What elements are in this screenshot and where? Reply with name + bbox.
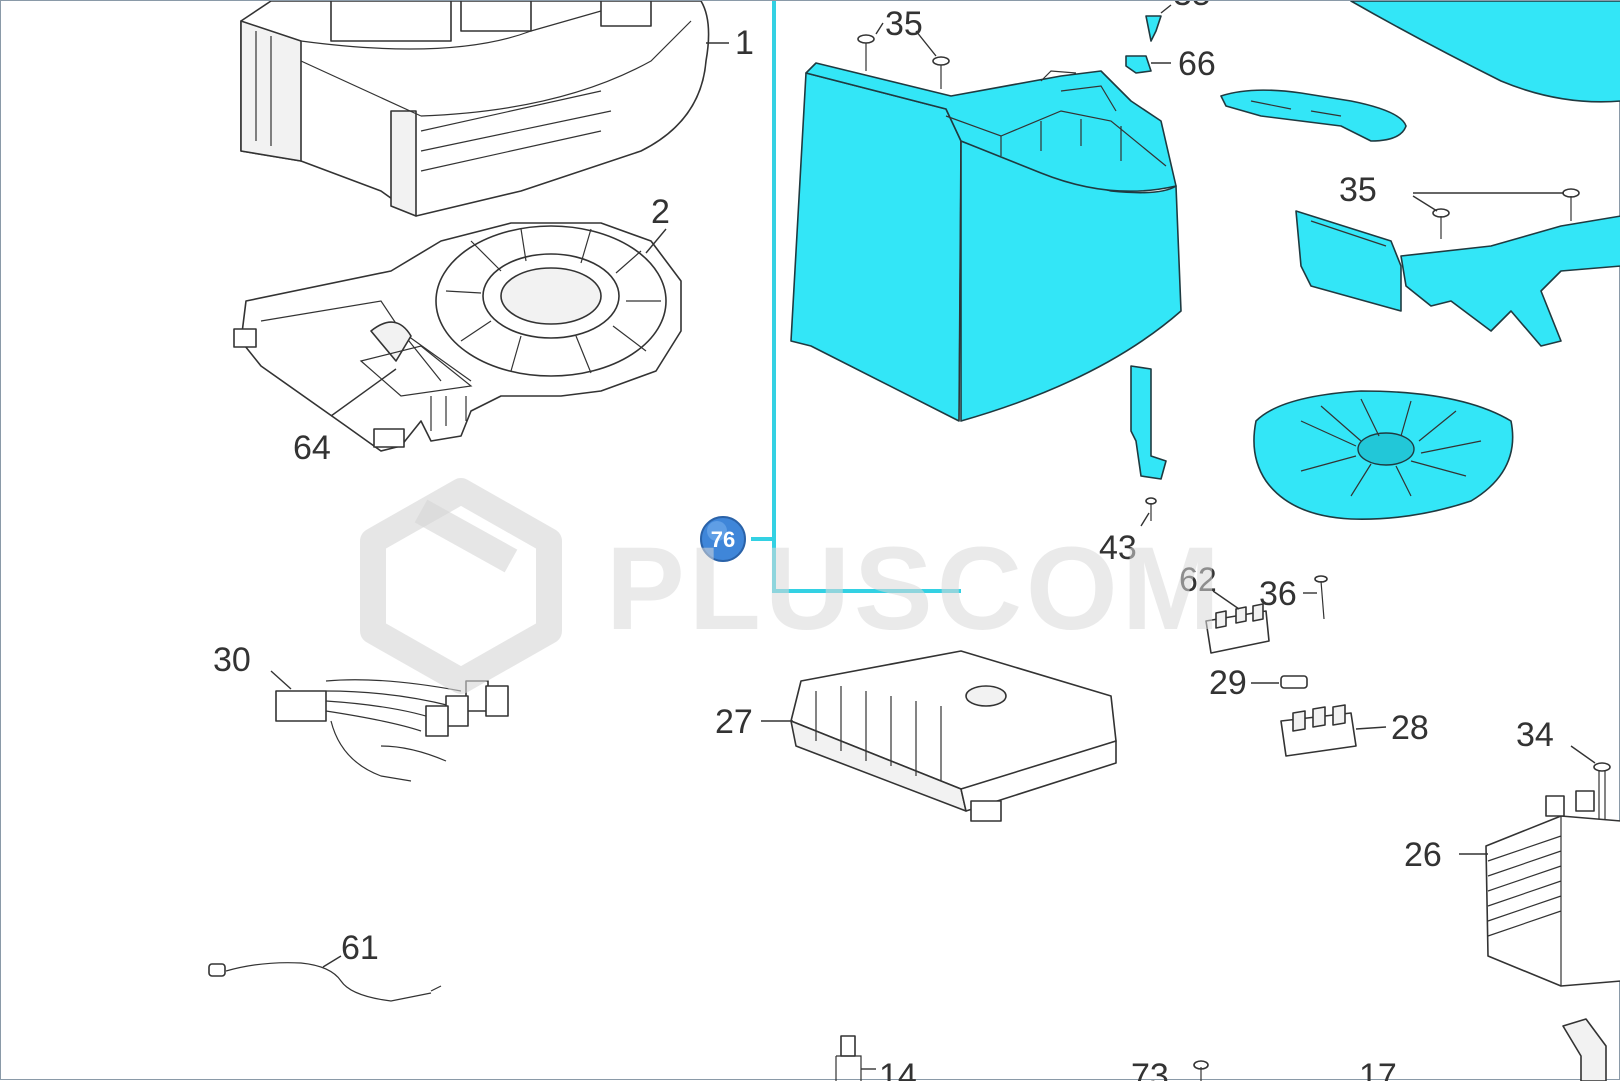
callout-28: 28: [1391, 709, 1429, 747]
callout-61: 61: [341, 929, 379, 967]
part-1-upper-housing[interactable]: [240, 1, 710, 217]
callout-35-top: 35: [885, 5, 923, 43]
callout-73: 73: [1131, 1057, 1169, 1081]
part-36-screw[interactable]: [1314, 575, 1328, 620]
part-61-sensor-wire[interactable]: [208, 962, 442, 1002]
part-30-wiring-harness[interactable]: [275, 679, 509, 782]
part-14-connector[interactable]: [835, 1035, 862, 1081]
part-support-bracket[interactable]: [1295, 210, 1620, 347]
callout-top-partial: 35: [1173, 1, 1211, 13]
callout-36: 36: [1259, 575, 1297, 613]
part-66-clip[interactable]: [1125, 15, 1162, 74]
callout-2: 2: [651, 193, 670, 231]
part-28-terminal-block[interactable]: [1280, 704, 1357, 757]
callout-29: 29: [1209, 664, 1247, 702]
part-76-cover-highlighted[interactable]: [790, 62, 1182, 422]
part-26-transformer[interactable]: [1485, 790, 1620, 987]
callout-30: 30: [213, 641, 251, 679]
callout-1: 1: [735, 24, 754, 62]
callout-64: 64: [293, 429, 331, 467]
part-fan-impeller[interactable]: [1253, 390, 1514, 520]
part-number-badge-76[interactable]: 76: [700, 516, 746, 562]
callout-27: 27: [715, 703, 753, 741]
part-62-terminal-block[interactable]: [1205, 603, 1270, 654]
callout-34: 34: [1516, 716, 1554, 754]
part-27-control-board[interactable]: [790, 650, 1117, 822]
part-73-screw[interactable]: [1193, 1060, 1209, 1081]
callout-66: 66: [1178, 45, 1216, 83]
pluscom-watermark: PLUSCOM: [360, 478, 1224, 694]
part-43-clip[interactable]: [1130, 365, 1167, 521]
svg-text:76: 76: [711, 527, 735, 552]
watermark-text: PLUSCOM: [606, 523, 1224, 655]
part-2-motor-base[interactable]: [233, 222, 682, 452]
callout-14: 14: [879, 1057, 917, 1081]
part-29-fuse[interactable]: [1280, 675, 1308, 689]
part-ring-bracket[interactable]: [1220, 89, 1407, 142]
callout-35-right: 35: [1339, 171, 1377, 209]
callout-26: 26: [1404, 836, 1442, 874]
callout-62: 62: [1179, 561, 1217, 599]
highlight-bracket: [772, 1, 961, 593]
callout-43: 43: [1099, 529, 1137, 567]
callout-17: 17: [1359, 1057, 1397, 1081]
part-35-screws-top[interactable]: [857, 34, 950, 89]
part-top-right-tank[interactable]: [1350, 1, 1620, 103]
part-17-pipe[interactable]: [1562, 1018, 1607, 1081]
